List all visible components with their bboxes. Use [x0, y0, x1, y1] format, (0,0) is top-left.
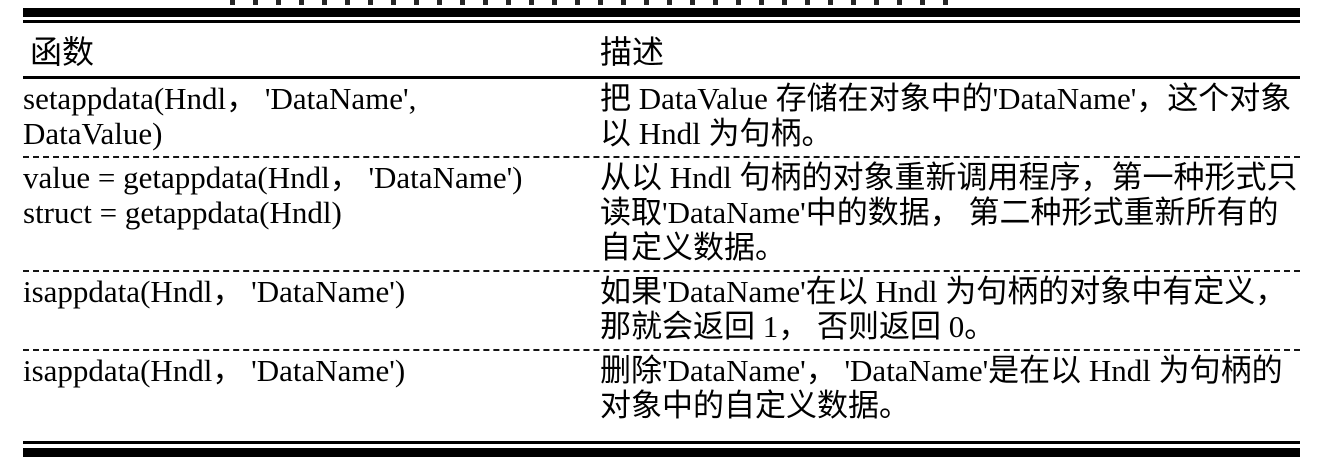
table-top-rule-thin [23, 20, 1300, 23]
table-bottom-rule-thin [23, 441, 1300, 444]
function-cell: isappdata(Hndl， 'DataName') [23, 274, 406, 309]
table-row-setappdata: setappdata(Hndl， 'DataName', DataValue) … [23, 79, 1300, 158]
description-cell: 从以 Hndl 句柄的对象重新调用程序，第一种形式只 读取'DataName'中… [600, 160, 1298, 265]
description-cell: 删除'DataName'， 'DataName'是在以 Hndl 为句柄的 对象… [600, 353, 1283, 423]
functions-table: 函数 描述 setappdata(Hndl， 'DataName', DataV… [23, 23, 1300, 428]
cropped-caption-remnant [230, 0, 956, 5]
table-header-row: 函数 描述 [23, 23, 1300, 79]
table-row-getappdata: value = getappdata(Hndl， 'DataName') str… [23, 158, 1300, 272]
function-cell: value = getappdata(Hndl， 'DataName') str… [23, 160, 523, 230]
table-row-rmappdata: isappdata(Hndl， 'DataName') 删除'DataName'… [23, 351, 1300, 428]
description-cell: 把 DataValue 存储在对象中的'DataName'，这个对象 以 Hnd… [600, 81, 1292, 151]
description-cell: 如果'DataName'在以 Hndl 为句柄的对象中有定义， 那就会返回 1，… [600, 274, 1287, 344]
table-body: setappdata(Hndl， 'DataName', DataValue) … [23, 79, 1300, 428]
function-cell: setappdata(Hndl， 'DataName', DataValue) [23, 81, 417, 151]
table-bottom-rule-thick [23, 448, 1300, 457]
column-header-function: 函数 [30, 34, 95, 70]
table-row-isappdata: isappdata(Hndl， 'DataName') 如果'DataName'… [23, 272, 1300, 351]
table-top-rule-thick [23, 8, 1300, 17]
function-cell: isappdata(Hndl， 'DataName') [23, 353, 406, 388]
column-header-description: 描述 [600, 34, 665, 70]
